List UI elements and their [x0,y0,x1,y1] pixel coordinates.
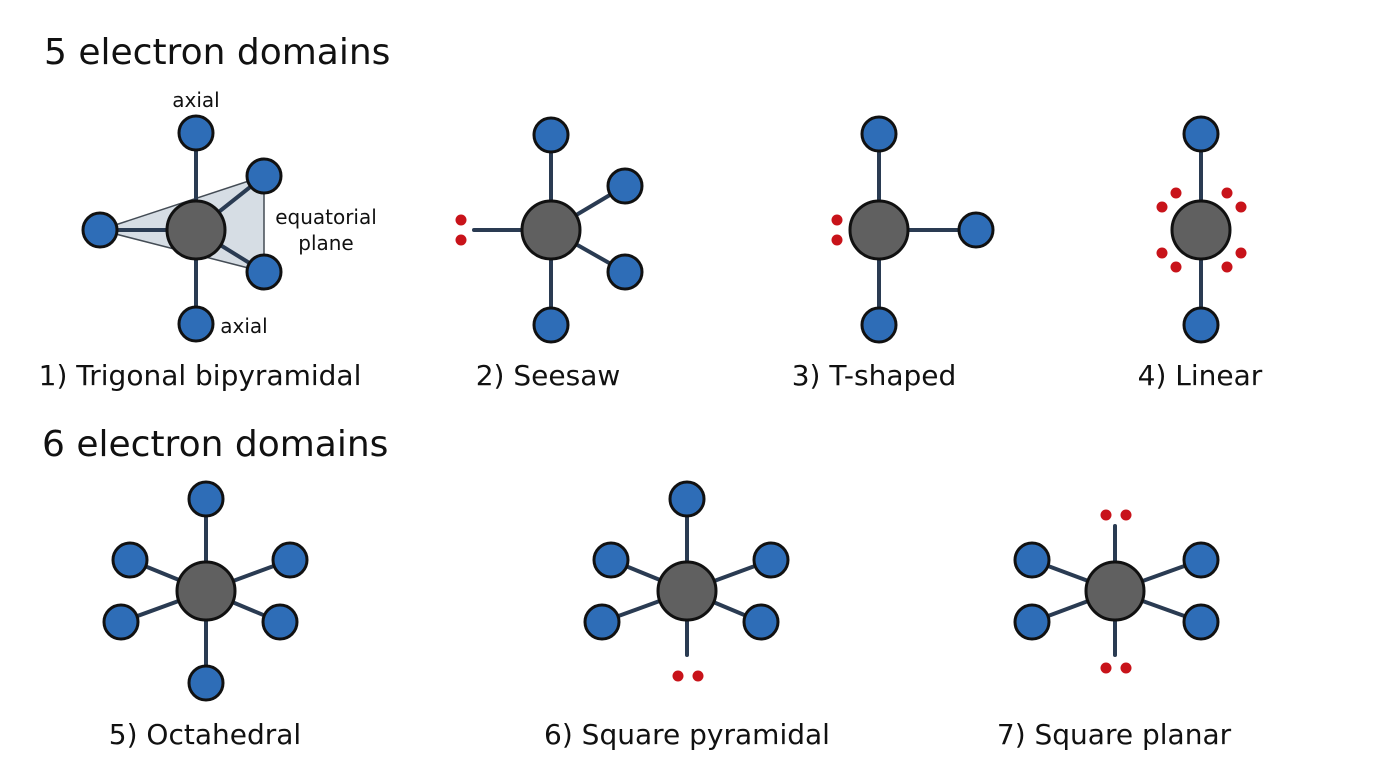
ligand-axial-bottom [177,305,215,343]
lone-pair-left [831,214,843,246]
central-atom [656,560,718,622]
ligand-equatorial [1013,603,1051,641]
lone-pair-dot [1221,187,1233,199]
ligand-equatorial-upper [245,157,283,195]
lone-pair-dot [1221,261,1233,273]
lone-pair-dot [1156,247,1168,259]
label-plane: plane [298,231,354,255]
ligand-axial-bottom [187,664,225,702]
lone-pair-top [1100,509,1132,521]
lone-pair-dot [1235,247,1247,259]
section-heading-6-domains: 6 electron domains [42,424,388,465]
ligand-axial-top [177,114,215,152]
caption-octahedral: 5) Octahedral [109,718,301,751]
label-equatorial: equatorial [275,205,377,229]
ligand-equatorial [583,603,621,641]
lone-pair-upper-right [1221,187,1247,213]
molecule-linear: 4) Linear [1138,115,1263,392]
ligand-equatorial [1182,541,1220,579]
caption-t-shaped: 3) T-shaped [792,359,957,392]
caption-square-planar: 7) Square planar [997,718,1232,751]
ligand-axial-top [532,116,570,154]
caption-linear: 4) Linear [1138,359,1263,392]
lone-pair-dot [1156,201,1168,213]
ligand-equatorial [592,541,630,579]
lone-pair-dot [1120,662,1132,674]
ligand-equatorial [742,603,780,641]
caption-trigonal-bipyramidal: 1) Trigonal bipyramidal [39,359,362,392]
label-axial-bottom: axial [220,314,267,338]
central-atom [165,199,227,261]
lone-pair-dot [455,234,467,246]
ligand-equatorial [271,541,309,579]
lone-pair-dot [1100,662,1112,674]
ligand-axial-top [668,480,706,518]
lone-pair-bottom [1100,662,1132,674]
lone-pair-dot [1100,509,1112,521]
ligand-axial-top [860,115,898,153]
lone-pair-bottom [672,670,704,682]
ligand-equatorial-left [81,211,119,249]
ligand-axial-bottom [860,306,898,344]
ligand-equatorial-lower [606,253,644,291]
central-atom [1170,199,1232,261]
lone-pair-left [455,214,467,246]
lone-pair-dot [672,670,684,682]
molecule-square-planar: 7) Square planar [997,509,1232,751]
lone-pair-dot [1120,509,1132,521]
ligand-axial-top [187,480,225,518]
ligand-axial-top [1182,115,1220,153]
ligand-equatorial [1182,603,1220,641]
molecule-trigonal-bipyramidal: axial axial equatorial plane 1) Trigonal… [39,88,377,392]
lone-pair-lower [1156,247,1247,273]
caption-seesaw: 2) Seesaw [476,359,621,392]
lone-pair-dot [1235,201,1247,213]
caption-square-pyramidal: 6) Square pyramidal [544,718,830,751]
lone-pair-dot [455,214,467,226]
ligand-equatorial-upper [606,167,644,205]
lone-pair-dot [692,670,704,682]
ligand-equatorial [261,603,299,641]
ligand-equatorial [752,541,790,579]
ligand-axial-bottom [532,306,570,344]
molecule-t-shaped: 3) T-shaped [792,115,995,392]
central-atom [1084,560,1146,622]
ligand-equatorial-right [957,211,995,249]
molecule-octahedral: 5) Octahedral [102,480,309,751]
molecule-square-pyramidal: 6) Square pyramidal [544,480,830,751]
ligand-equatorial-lower [245,253,283,291]
ligand-axial-bottom [1182,306,1220,344]
section-heading-5-domains: 5 electron domains [44,32,390,73]
central-atom [175,560,237,622]
label-axial-top: axial [172,88,219,112]
lone-pair-dot [831,234,843,246]
ligand-equatorial [102,603,140,641]
lone-pair-upper-left [1156,187,1182,213]
ligand-equatorial [111,541,149,579]
central-atom [520,199,582,261]
molecule-seesaw: 2) Seesaw [455,116,644,392]
lone-pair-dot [831,214,843,226]
central-atom [848,199,910,261]
lone-pair-dot [1170,187,1182,199]
lone-pair-dot [1170,261,1182,273]
ligand-equatorial [1013,541,1051,579]
